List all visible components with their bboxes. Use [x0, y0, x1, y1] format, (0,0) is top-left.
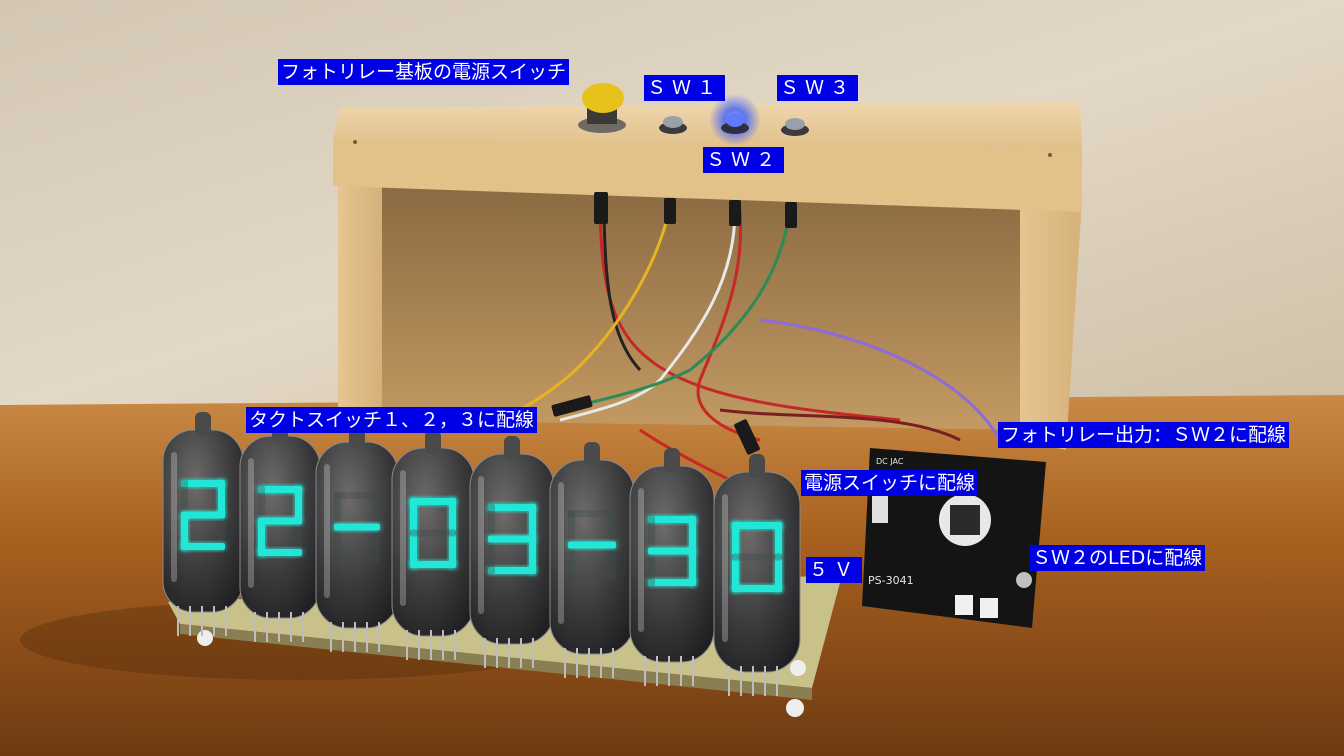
vfd-segment [258, 517, 302, 525]
board-model-text: PS-3041 [868, 574, 914, 587]
vfd-segment [689, 516, 696, 551]
vfd-segment [568, 573, 616, 580]
sw2-led-wiring-label: ＳＷ２のLEDに配線 [1029, 545, 1206, 571]
vfd-segment [410, 498, 417, 533]
vfd-segment [648, 579, 696, 586]
vfd-segment [568, 510, 616, 517]
wooden-box [333, 102, 1082, 450]
vfd-segment [334, 492, 380, 499]
vfd-tube [713, 454, 801, 696]
vfd-segment [334, 555, 380, 562]
vfd-segment [529, 539, 536, 574]
vfd-segment [568, 541, 616, 549]
power-switch-wiring-label: 電源スイッチに配線 [801, 470, 979, 496]
vfd-segment [181, 511, 225, 519]
vfd-segment [258, 549, 302, 556]
vfd-segment [258, 521, 265, 556]
power-button [578, 83, 626, 133]
vfd-tube [315, 424, 399, 652]
vfd-segment [334, 527, 341, 562]
vfd-segment [609, 510, 616, 545]
vfd-segment [488, 567, 536, 574]
vfd-segment [258, 486, 265, 521]
vfd-segment [488, 539, 495, 574]
vfd-segment [648, 516, 696, 523]
vfd-segment [181, 480, 225, 487]
vfd-segment [258, 486, 302, 493]
vfd-segment [488, 504, 495, 539]
sw1-label: ＳＷ１ [644, 75, 726, 101]
vfd-segment [488, 504, 536, 511]
vfd-segment [568, 545, 575, 580]
photorelay-output-label: フォトリレー出力：ＳＷ２に配線 [998, 422, 1290, 448]
vfd-segment [181, 515, 188, 550]
vfd-segment [529, 504, 536, 539]
vfd-segment [775, 522, 782, 557]
tact-switch-wiring-label: タクトスイッチ１、２，３に配線 [246, 407, 538, 433]
vfd-segment [689, 551, 696, 586]
connectors [551, 192, 797, 455]
vfd-segment [218, 515, 225, 550]
vfd-segment [218, 480, 225, 515]
vfd-segment [488, 535, 536, 543]
vfd-tube [391, 430, 475, 660]
vfd-segment [410, 498, 456, 505]
vfd-segment [410, 529, 456, 537]
vfd-tube [549, 442, 635, 678]
photorelay-power-switch-label: フォトリレー基板の電源スイッチ [278, 59, 570, 85]
vfd-segment [732, 522, 739, 557]
sw3-label: ＳＷ３ [777, 75, 859, 101]
vfd-segment [373, 527, 380, 562]
vfd-segment [334, 492, 341, 527]
vfd-tubes [162, 412, 801, 696]
sw3-button [781, 118, 809, 136]
board-jack-text: DC JAC [876, 457, 904, 466]
sw2-button [709, 94, 761, 146]
vfd-segment [648, 516, 655, 551]
vfd-segment [373, 492, 380, 527]
vfd-tube [239, 418, 321, 642]
sw2-label: ＳＷ２ [703, 147, 785, 173]
vfd-segment [648, 551, 655, 586]
vfd-segment [181, 480, 188, 515]
vfd-segment [568, 510, 575, 545]
vfd-tube [469, 436, 555, 668]
vfd-segment [181, 543, 225, 550]
vfd-segment [732, 522, 782, 529]
vfd-segment [732, 585, 782, 592]
vfd-segment [775, 557, 782, 592]
vfd-segment [449, 498, 456, 533]
vfd-segment [449, 533, 456, 568]
vfd-segment [295, 486, 302, 521]
five-volt-label: ５Ｖ [806, 557, 863, 583]
vfd-segment [334, 523, 380, 531]
vfd-segment [410, 533, 417, 568]
vfd-segment [410, 561, 456, 568]
vfd-segment [732, 557, 739, 592]
vfd-segment [295, 521, 302, 556]
vfd-segment [609, 545, 616, 580]
vfd-tube [162, 412, 244, 636]
sw1-button [659, 116, 687, 134]
vfd-segment [648, 547, 696, 555]
vfd-segment [732, 553, 782, 561]
vfd-tube [629, 448, 715, 686]
